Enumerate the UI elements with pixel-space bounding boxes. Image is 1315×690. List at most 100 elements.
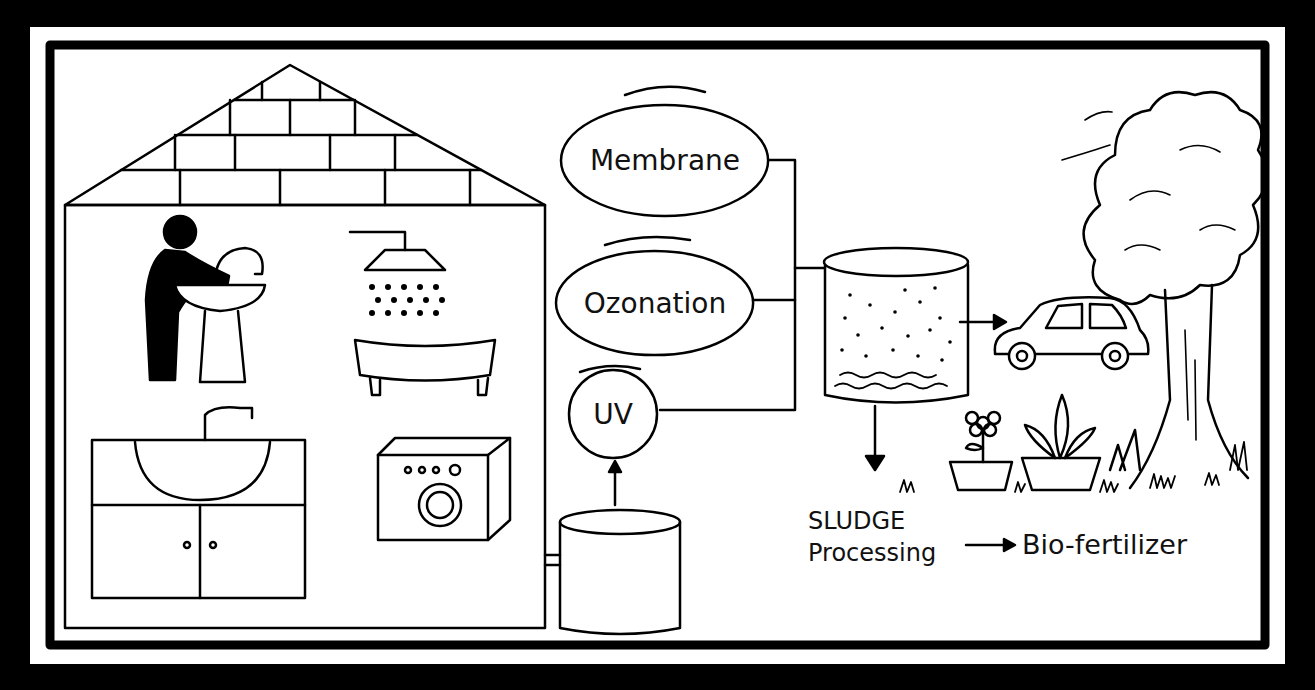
grass-part [1230, 442, 1247, 470]
storage-tank-part [840, 286, 952, 362]
plants-part [988, 412, 1000, 424]
house-part [319, 82, 322, 100]
collection-tank [545, 461, 680, 634]
shower-bathtub-part [369, 284, 445, 316]
house-part [177, 134, 417, 137]
frame-part [30, 27, 1285, 664]
house-part [65, 65, 545, 205]
washing-machine-part [405, 467, 411, 473]
shower-bathtub-part [370, 378, 380, 395]
shower-bathtub-part-part [417, 284, 423, 290]
washing-machine-part [419, 467, 425, 473]
washing-machine-part [450, 465, 460, 475]
wash-basin [175, 248, 265, 382]
tree-part [1130, 290, 1170, 488]
collection-tank-part [614, 470, 617, 505]
storage-tank-part-part [840, 348, 844, 352]
car-part [1102, 343, 1128, 369]
house-part [329, 135, 332, 170]
plants [950, 395, 1140, 490]
node-outline-shape [556, 251, 753, 355]
shower-bathtub-part-part [439, 297, 445, 303]
shower-bathtub-part-part [385, 310, 391, 316]
washing-machine-part [433, 467, 439, 473]
node-label: Membrane [590, 144, 740, 177]
storage-tank-part-part [868, 303, 872, 307]
tree [1062, 92, 1267, 488]
house-part [234, 135, 237, 170]
output-label: Bio-fertilizer [1022, 527, 1187, 563]
storage-tank-part [960, 321, 994, 324]
kitchen-sink [92, 407, 305, 598]
storage-tank-part-part [940, 358, 944, 362]
process-circle: UV [567, 368, 659, 460]
plants-part [966, 412, 978, 424]
wash-basin-part [200, 311, 245, 382]
grass-part [1015, 482, 1025, 492]
storage-tank-part-part [906, 334, 910, 338]
car [995, 297, 1148, 369]
shower-bathtub-part-part [417, 310, 423, 316]
house-part [261, 82, 264, 100]
sludge-arrow-part [966, 544, 1006, 547]
tree-part [1084, 92, 1267, 304]
kitchen-sink-part [184, 542, 190, 548]
shower-bathtub-part-part [369, 284, 375, 290]
wash-basin-part [175, 285, 265, 311]
storage-tank-part [825, 265, 968, 403]
grass [900, 442, 1247, 492]
kitchen-sink-part [92, 504, 305, 507]
tree-part [1062, 112, 1112, 160]
storage-tank-part-part [848, 293, 852, 297]
tree-part [1125, 145, 1235, 250]
shower-bathtub-part-part [433, 284, 439, 290]
shower-bathtub-part-part [433, 310, 439, 316]
storage-tank-part-part [880, 326, 884, 330]
car-part [1090, 304, 1126, 328]
storage-tank-part-part [928, 328, 932, 332]
storage-tank-part [824, 248, 968, 276]
collection-tank-part [560, 522, 680, 634]
washing-machine-part [427, 492, 453, 518]
storage-tank-part-part [916, 354, 920, 358]
node-outline-shape [569, 370, 657, 458]
house-part [394, 135, 397, 170]
grass-part [1205, 473, 1219, 485]
house-part [289, 100, 292, 135]
node-label: UV [593, 398, 633, 431]
kitchen-sink-part [210, 542, 216, 548]
plants-part [966, 444, 983, 450]
washing-machine-part [419, 484, 461, 526]
storage-tank-part [994, 315, 1006, 329]
shower-bathtub-part [365, 250, 445, 270]
washing-machine-part [488, 438, 510, 540]
car-part [1009, 343, 1035, 369]
wash-basin-part [215, 248, 263, 283]
node-outline-shape [561, 105, 768, 216]
tree-part [1185, 330, 1196, 440]
house-part [179, 170, 182, 205]
car-part [1046, 304, 1082, 328]
person-washing-part [164, 216, 196, 248]
plants-part [1065, 428, 1095, 458]
storage-tank-part-part [933, 286, 937, 290]
shower-bathtub-part-part [423, 297, 429, 303]
process-ellipse: Membrane [559, 103, 770, 218]
car-part [1110, 351, 1120, 361]
storage-tank-part-part [938, 316, 942, 320]
storage-tank-part [866, 456, 884, 470]
shower-bathtub [350, 232, 495, 395]
washing-machine [378, 438, 510, 540]
house-part [229, 100, 232, 135]
house [65, 65, 545, 628]
sludge-arrow-part [1004, 539, 1015, 551]
grass-part [900, 480, 914, 492]
storage-tank-part-part [864, 354, 868, 358]
house-part [354, 100, 357, 135]
shower-bathtub-part-part [391, 297, 397, 303]
process-label: SLUDGE Processing [808, 505, 936, 570]
plants-part [970, 424, 982, 436]
